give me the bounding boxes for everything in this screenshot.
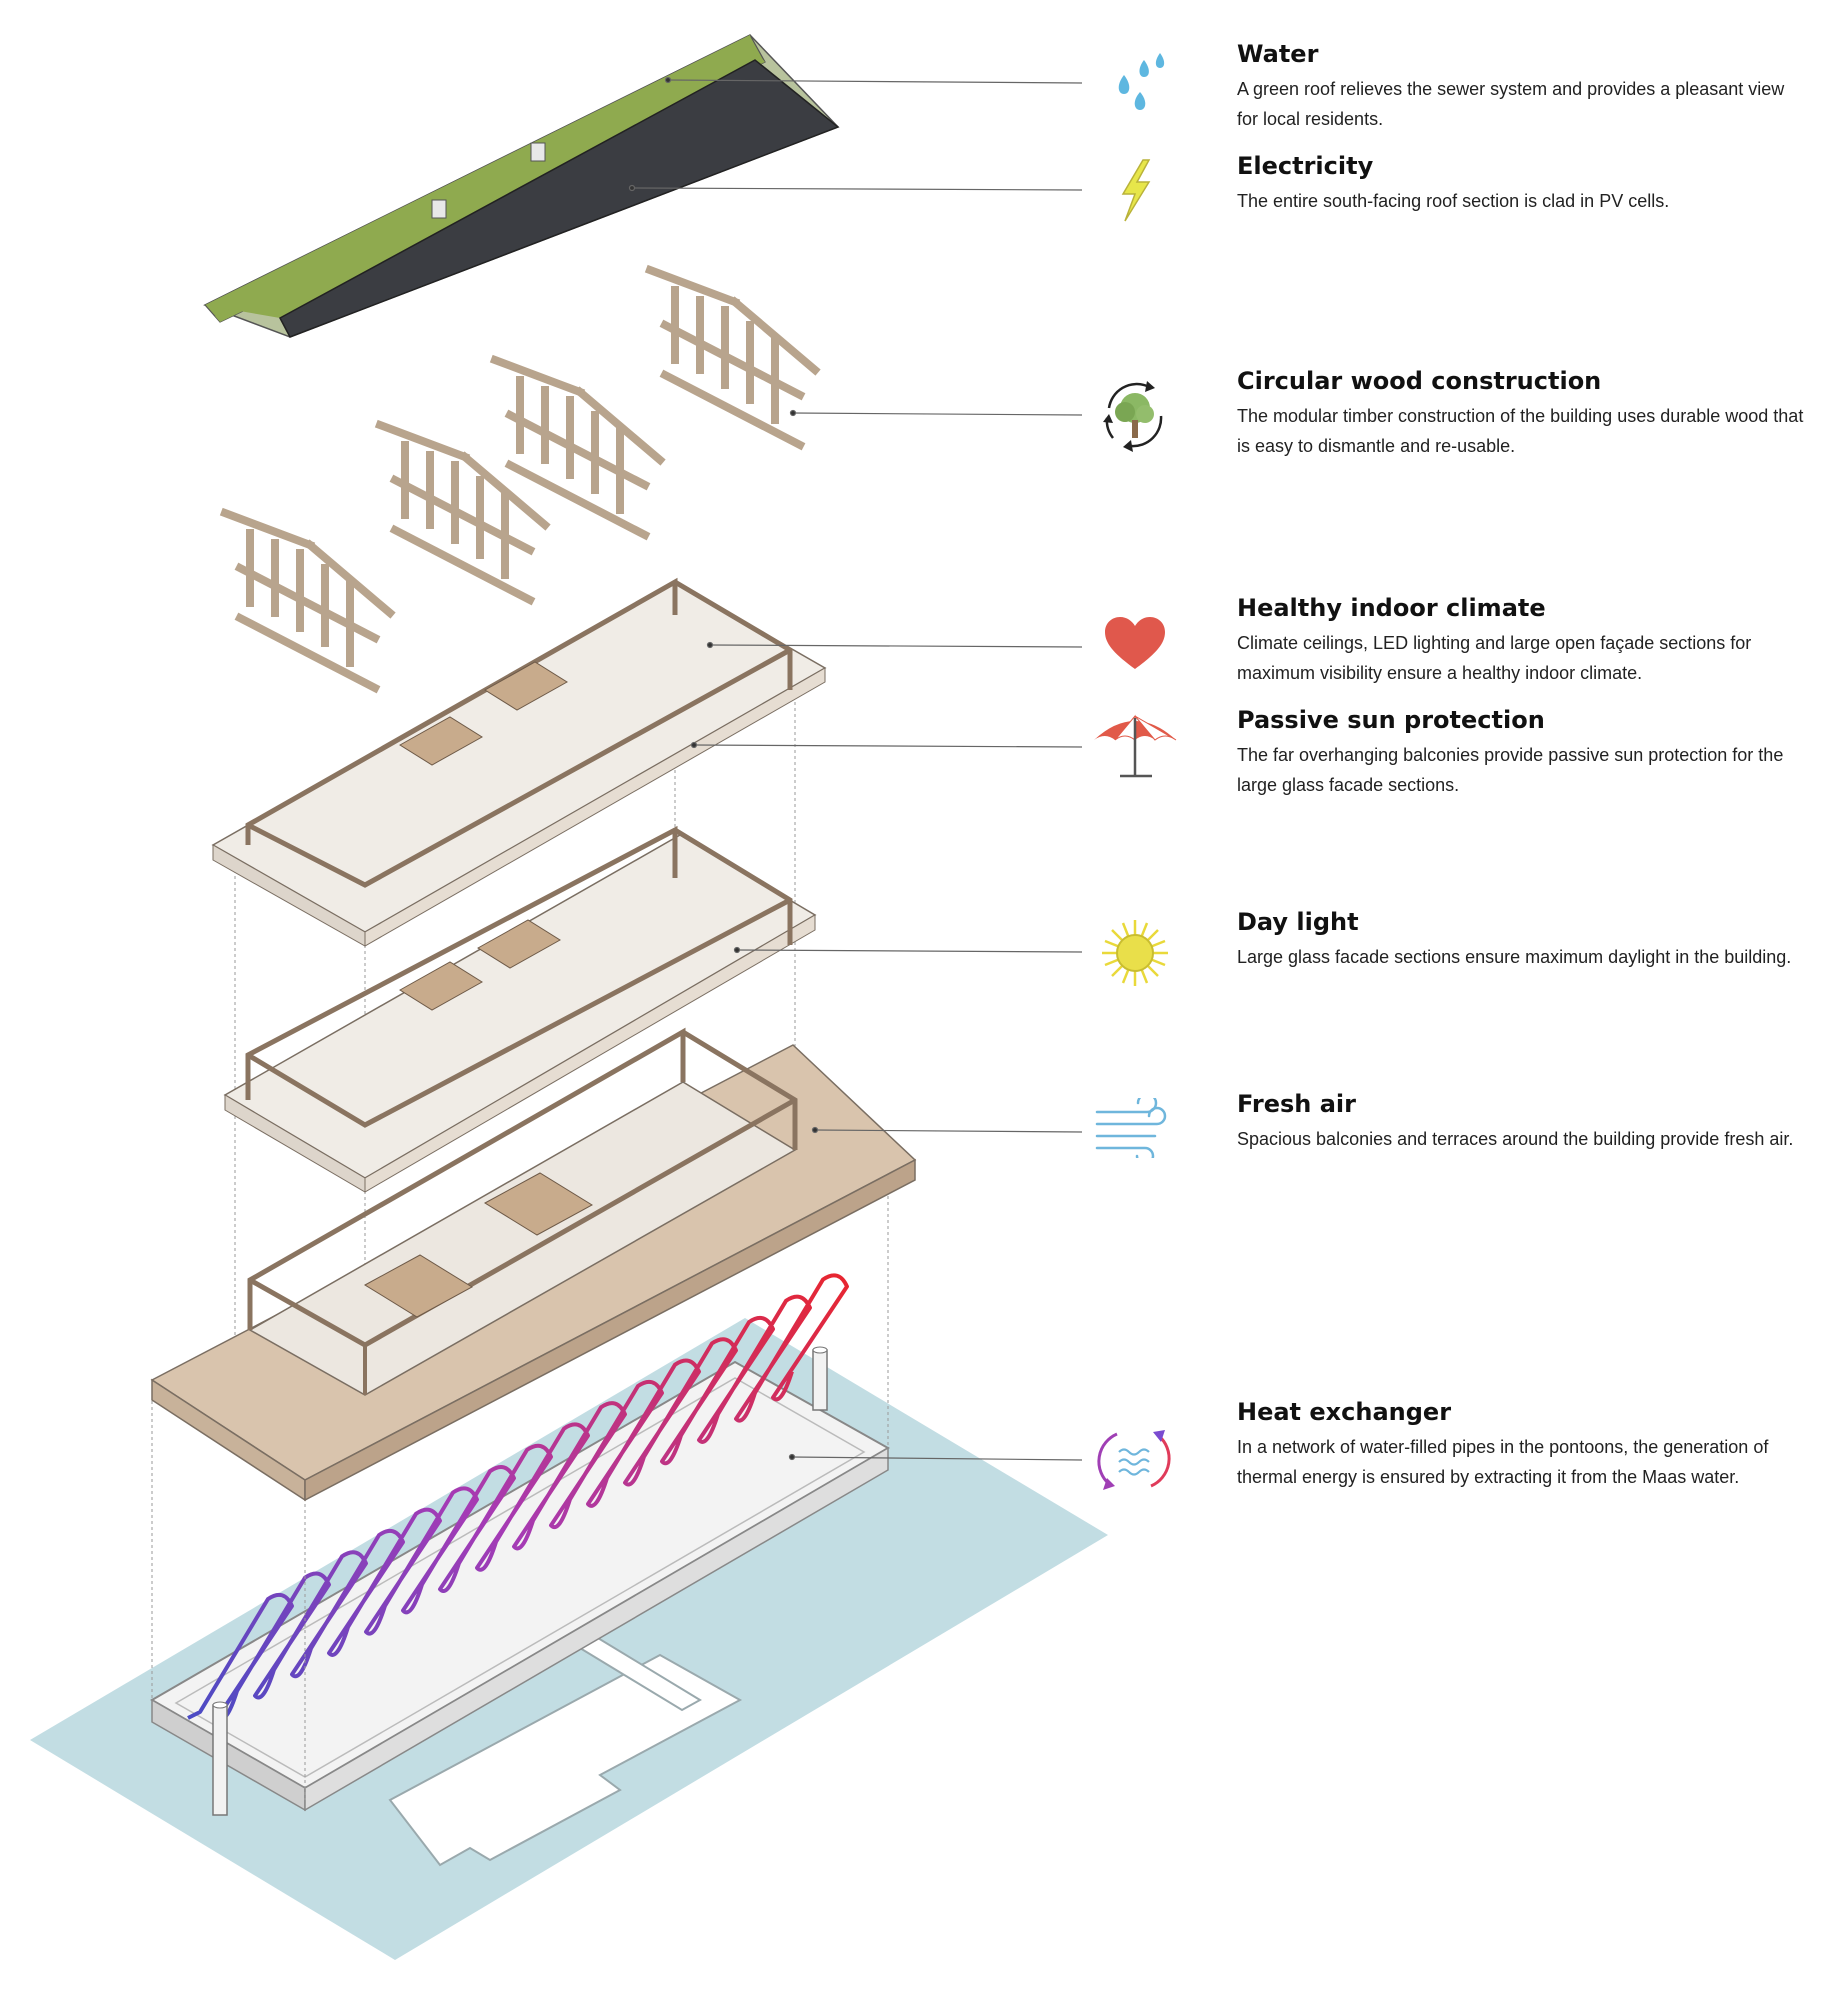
jetty (388, 1653, 743, 1867)
feature-title: Circular wood construction (1237, 367, 1602, 395)
pv-panels (278, 59, 840, 338)
feature-heat-exchanger: Heat exchanger In a network of water-fil… (1237, 1398, 1807, 1492)
timber-frame (219, 507, 396, 694)
feature-sun-protection: Passive sun protection The far overhangi… (1237, 706, 1807, 800)
feature-title: Electricity (1237, 152, 1374, 180)
feature-text: The modular timber construction of the b… (1237, 406, 1804, 456)
feature-electricity: Electricity The entire south-facing roof… (1237, 152, 1807, 216)
mooring-post (212, 1346, 828, 1816)
recycle-tree-icon (1103, 381, 1163, 452)
timber-frames (219, 264, 821, 694)
timber-beam (374, 419, 471, 463)
feature-text: The far overhanging balconies provide pa… (1237, 745, 1784, 795)
sun-icon (1102, 920, 1168, 986)
timber-frame (644, 264, 821, 451)
feature-text: In a network of water-filled pipes in th… (1237, 1437, 1769, 1487)
timber-beam (234, 612, 381, 694)
timber-beam (489, 354, 586, 398)
timber-beam (659, 369, 806, 451)
timber-frame (489, 354, 666, 541)
heat-exchange-icon (1097, 1430, 1171, 1490)
pontoon (150, 1360, 891, 1812)
timber-frame (374, 419, 551, 606)
timber-beam (389, 524, 536, 606)
lightning-icon (1121, 159, 1151, 222)
wind-icon (1095, 1098, 1167, 1158)
feature-title: Healthy indoor climate (1237, 594, 1546, 622)
parasol-icon (1094, 714, 1177, 778)
timber-beam (219, 507, 316, 551)
timber-beam (504, 459, 651, 541)
feature-title: Passive sun protection (1237, 706, 1545, 734)
timber-beam (644, 264, 741, 308)
raindrops-icon (1118, 53, 1165, 110)
feature-text: The entire south-facing roof section is … (1237, 191, 1670, 211)
feature-title: Water (1237, 40, 1319, 68)
feature-fresh-air: Fresh air Spacious balconies and terrace… (1237, 1090, 1807, 1154)
feature-title: Fresh air (1237, 1090, 1356, 1118)
feature-day-light: Day light Large glass facade sections en… (1237, 908, 1807, 972)
green-roof-surface (205, 35, 755, 318)
second-floor (211, 577, 827, 947)
feature-text: Climate ceilings, LED lighting and large… (1237, 633, 1752, 683)
leader-lines (628, 76, 1083, 1461)
feature-circular-wood: Circular wood construction The modular t… (1237, 367, 1807, 461)
heat-exchanger-pipes (187, 1273, 849, 1721)
feature-text: A green roof relieves the sewer system a… (1237, 79, 1785, 129)
feature-text: Large glass facade sections ensure maxim… (1237, 947, 1792, 967)
feature-water: Water A green roof relieves the sewer sy… (1237, 40, 1807, 134)
feature-title: Heat exchanger (1237, 1398, 1452, 1426)
feature-title: Day light (1237, 908, 1359, 936)
roof (203, 34, 840, 338)
heart-icon (1105, 617, 1165, 669)
first-floor (223, 825, 817, 1193)
ground-floor (150, 1027, 917, 1502)
feature-text: Spacious balconies and terraces around t… (1237, 1129, 1794, 1149)
feature-indoor-climate: Healthy indoor climate Climate ceilings,… (1237, 594, 1807, 688)
